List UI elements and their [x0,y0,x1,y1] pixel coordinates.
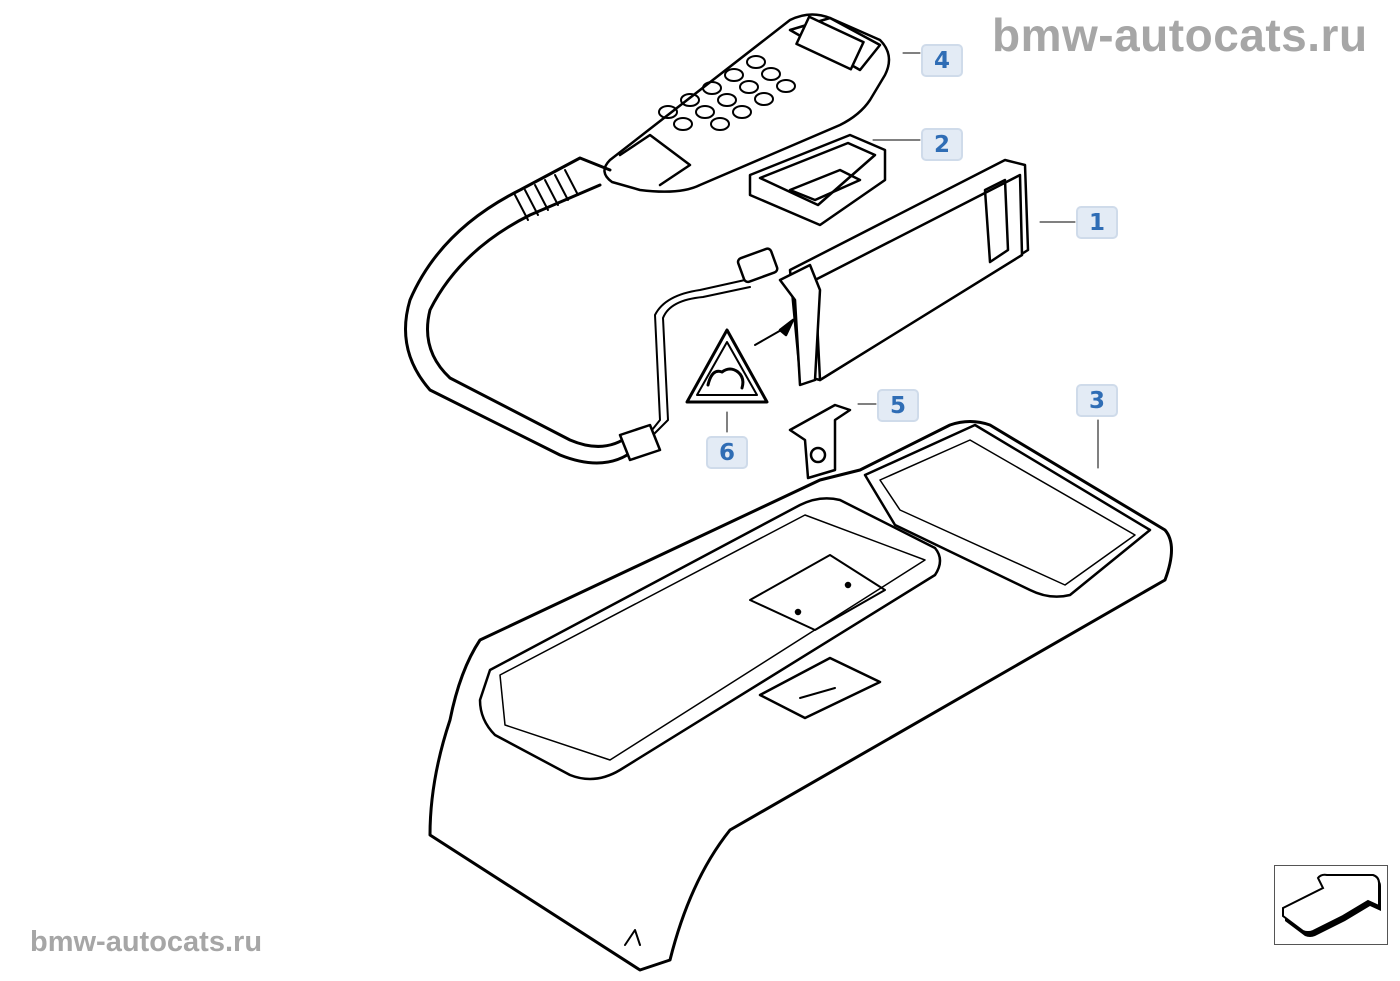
callout-6[interactable]: 6 [706,436,748,469]
module-part-1 [754,158,1030,387]
cradle-part-2 [748,133,887,227]
next-page-button[interactable] [1274,865,1388,945]
callout-3[interactable]: 3 [1076,384,1118,417]
callout-5[interactable]: 5 [877,389,919,422]
watermark-bottom: bmw-autocats.ru [30,926,263,958]
callout-1[interactable]: 1 [1076,206,1118,239]
callout-4[interactable]: 4 [921,44,963,77]
next-arrow-icon [1282,873,1381,937]
clip-part-5 [788,403,852,480]
watermark-top: bmw-autocats.ru [992,9,1368,61]
warning-triangle-part-6 [685,328,769,404]
handset-part-4 [603,13,891,193]
console-part-3 [428,420,1173,972]
callout-2[interactable]: 2 [921,128,963,161]
leader-lines [726,52,1099,469]
coiled-cable [404,156,779,465]
